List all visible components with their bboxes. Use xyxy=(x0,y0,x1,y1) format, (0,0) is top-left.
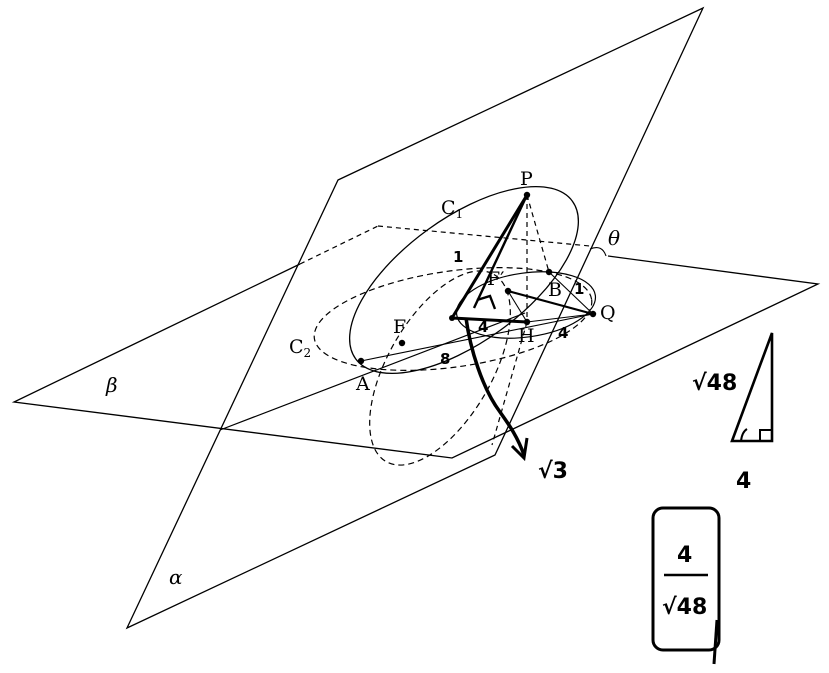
point-q xyxy=(589,310,597,318)
label-fprime: F′ xyxy=(487,268,505,290)
theta-arc xyxy=(589,247,607,257)
point-h xyxy=(523,318,531,326)
hand-arrowhead xyxy=(510,437,529,462)
answer-box xyxy=(651,506,721,652)
label-f: F xyxy=(393,316,406,338)
hand-arc xyxy=(476,294,497,310)
dashed-p-b xyxy=(526,194,550,273)
seg-h-q xyxy=(526,313,594,323)
ellipse-c2 xyxy=(313,267,593,371)
point-a xyxy=(357,357,365,365)
answer-box-tail xyxy=(712,619,719,665)
answer-denominator: √48 xyxy=(662,595,707,620)
point-b xyxy=(545,268,553,276)
label-c2: C2 xyxy=(289,336,311,360)
dashed-lower xyxy=(491,321,528,446)
sqrt3-label: √3 xyxy=(538,459,568,484)
base4-label: 4 xyxy=(736,469,751,494)
label-alpha: α xyxy=(169,565,183,589)
point-f xyxy=(398,339,406,347)
ellipse-c1 xyxy=(348,185,580,375)
label-h: H xyxy=(518,325,535,347)
plane-beta xyxy=(11,255,821,459)
seg-ff-label: 4 xyxy=(478,318,488,336)
seg-a-q xyxy=(360,313,594,362)
ellipse-small xyxy=(455,271,597,339)
seg-fprime-h xyxy=(507,290,528,323)
label-theta: θ xyxy=(608,226,620,250)
seg-fprime-q xyxy=(507,289,594,316)
point-p xyxy=(523,191,531,199)
seg-fa-label: 8 xyxy=(440,350,450,368)
triangle-angle-arc xyxy=(740,428,748,442)
plane-alpha xyxy=(125,6,705,630)
point-f-left xyxy=(449,315,455,321)
point-fprime xyxy=(504,287,512,295)
label-q: Q xyxy=(600,302,616,324)
plane-beta-hidden-edge xyxy=(299,225,379,265)
sqrt48-side-label: √48 xyxy=(692,371,737,396)
hand-line-p-right xyxy=(472,194,529,309)
mark-b: 1 xyxy=(574,280,584,298)
mark-left: 1 xyxy=(453,248,463,266)
label-b: B xyxy=(548,279,562,301)
label-beta: β xyxy=(105,373,118,397)
right-triangle-sketch xyxy=(730,332,774,443)
seg-b-q xyxy=(548,271,594,315)
answer-numerator: 4 xyxy=(677,543,692,568)
right-angle-mark xyxy=(759,429,772,441)
seg-hq-label: 4 xyxy=(558,324,568,342)
label-p: P xyxy=(520,168,533,190)
label-a: A xyxy=(355,373,370,395)
hand-line-p-left xyxy=(450,194,529,319)
hand-arrow xyxy=(464,317,526,456)
ellipse-c1-lower xyxy=(369,270,511,466)
label-c1: C1 xyxy=(441,197,463,221)
